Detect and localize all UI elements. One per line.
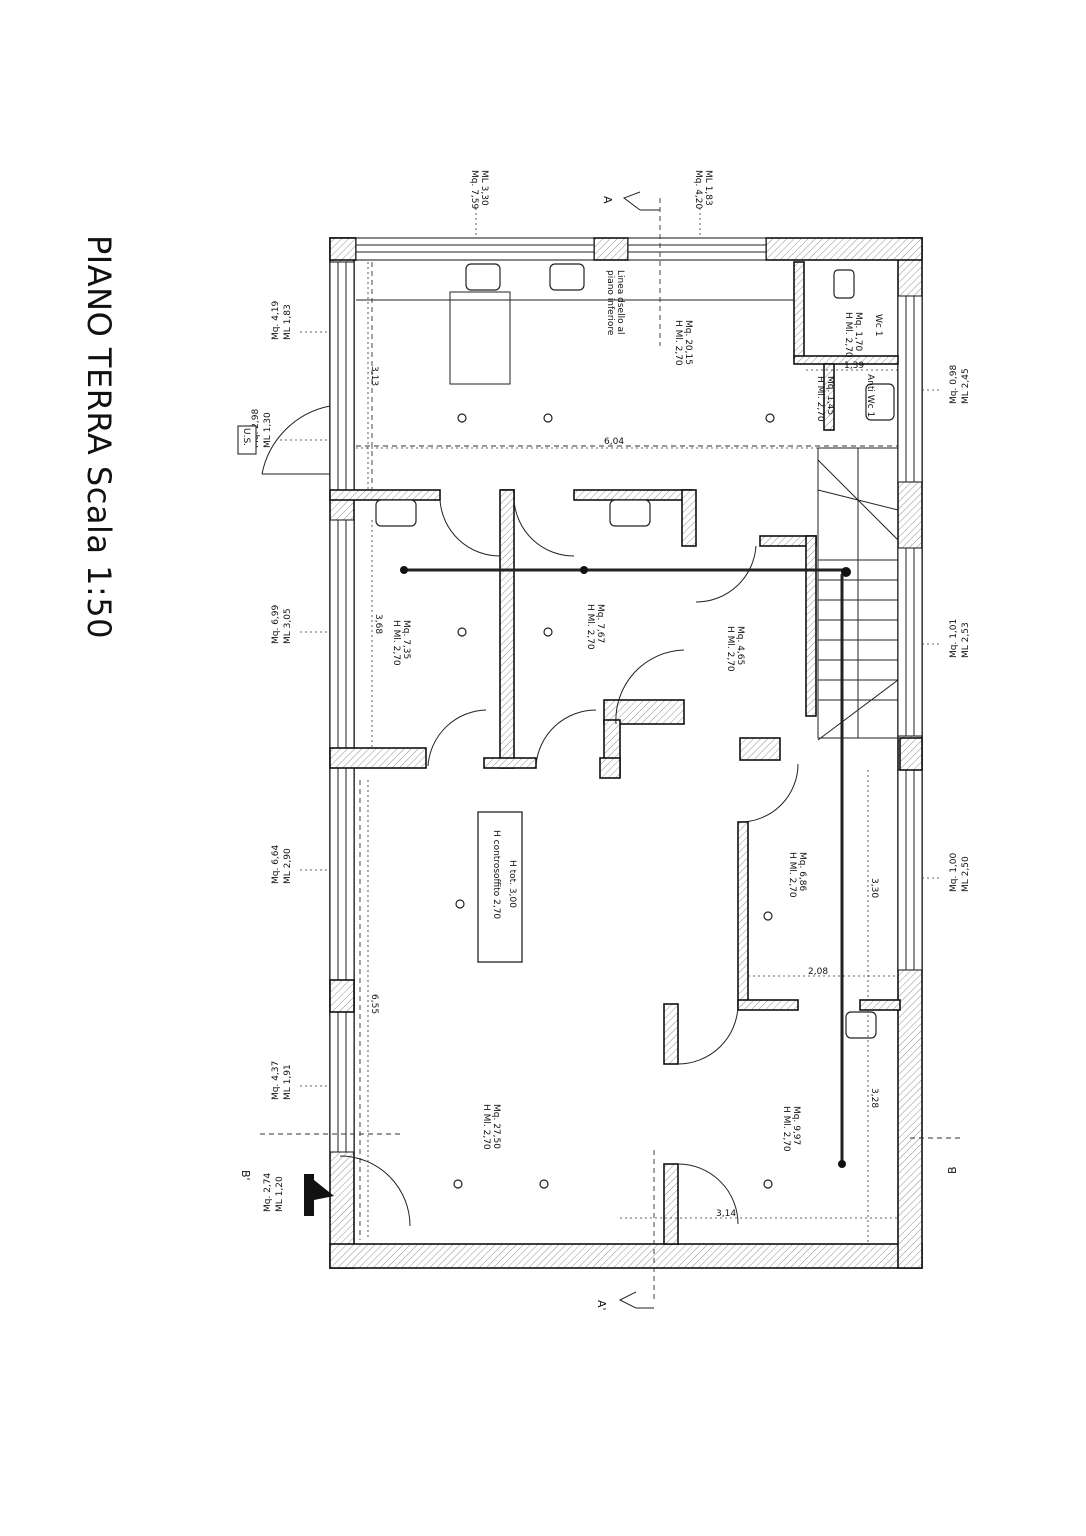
sink-icon (549, 263, 585, 291)
dim-368: 3,68 (373, 614, 383, 634)
room-a-height: H Ml. 2,70 (391, 620, 401, 666)
light-fixture-icon (539, 1179, 549, 1189)
window-right2-ml: ML 2,53 (961, 622, 971, 658)
pipes (400, 566, 851, 1168)
light-fixture-icon (765, 413, 775, 423)
room-d-area: Mq. 6,86 (797, 852, 807, 892)
main-room-area: Mq. 27,50 (491, 1104, 501, 1149)
window-right3-ml: ML 2,50 (961, 856, 971, 892)
antiwc1-area: Mq. 1,45 (825, 376, 835, 415)
room-e-area: Mq. 9,97 (791, 1106, 801, 1145)
window-top1-mq: Mq. 7,59 (469, 170, 479, 210)
sink-icon (865, 383, 895, 421)
note-line2: H controsoffito 2,70 (491, 830, 501, 919)
window-openings (329, 237, 923, 1153)
room-c-height: H Ml. 2,70 (725, 626, 735, 672)
section-b-prime: B' (239, 1170, 252, 1181)
dim-313: 3,13 (369, 366, 379, 386)
window-left5-ml: ML 1,91 (283, 1064, 293, 1100)
window-left1-ml: ML 1,83 (283, 304, 293, 340)
fixtures (375, 263, 895, 1189)
light-fixture-icon (763, 911, 773, 921)
window-top2-mq: Mq. 4,20 (693, 170, 703, 210)
window-left6-mq: Mq. 2,74 (263, 1172, 273, 1212)
dimension-lines (280, 208, 940, 1244)
dim-208: 2,08 (808, 967, 828, 977)
room-d-height: H Ml. 2,70 (787, 852, 797, 898)
interior-walls (329, 261, 923, 1245)
window-left6-ml: ML 1,20 (275, 1176, 285, 1212)
section-b: B (946, 1166, 959, 1174)
window-right2-mq: Mq. 1,01 (949, 619, 959, 658)
mezzanine-note-line1: Linea dsello al (615, 270, 625, 334)
window-left3-ml: ML 3,05 (283, 608, 293, 644)
wc1-height: H Ml. 2,70 (843, 312, 853, 358)
window-right1-mq: Mq. 0,98 (949, 364, 959, 404)
window-right1-ml: ML 2,45 (961, 368, 971, 404)
light-fixture-icon (543, 413, 553, 423)
light-fixture-icon (455, 899, 465, 909)
section-letters: A A' B B' (239, 196, 959, 1311)
sink-icon (845, 1011, 877, 1039)
wc1-name: Wc 1 (873, 314, 883, 336)
us-label: U.S. (241, 428, 251, 446)
window-left1-mq: Mq. 4,19 (271, 300, 281, 340)
light-fixture-icon (457, 627, 467, 637)
section-a-prime: A' (595, 1300, 608, 1311)
light-fixture-icon (543, 627, 553, 637)
dim-314: 3,14 (716, 1209, 736, 1219)
light-fixture-icon (763, 1179, 773, 1189)
antiwc1-height: H Ml. 2,70 (815, 376, 825, 422)
room-labels: Mq. 20,15 H Ml. 2,70 Wc 1 Mq. 1,70 H Ml.… (391, 312, 883, 1152)
mezzanine-note-line2: piano inferiore (605, 270, 615, 336)
room-b-area: Mq. 7,67 (595, 604, 605, 643)
sink-icon (465, 263, 501, 291)
room-e-height: H Ml. 2,70 (781, 1106, 791, 1152)
dim-330: 3,30 (869, 878, 879, 898)
dimension-labels: 3,13 6,04 1,39 3,68 3,30 2,08 6,55 3,28 … (369, 361, 879, 1219)
window-left5-mq: Mq. 4,37 (271, 1061, 281, 1100)
window-top1-ml: ML 3,30 (479, 170, 489, 206)
dim-655: 6,55 (369, 994, 379, 1014)
window-top2-ml: ML 1,83 (703, 170, 713, 206)
top-hall-height: H Ml. 2,70 (673, 320, 683, 366)
window-left3-mq: Mq. 6,99 (271, 604, 281, 644)
dim-604: 6,04 (604, 437, 624, 447)
window-left4-ml: ML 2,90 (283, 848, 293, 884)
height-note-box (477, 811, 523, 963)
light-fixture-icon (453, 1179, 463, 1189)
section-a: A (601, 196, 614, 204)
hall-structures (356, 198, 898, 1300)
room-a-area: Mq. 7,35 (401, 620, 411, 659)
door-swings (261, 405, 799, 1227)
note-line1: H tot. 3,00 (507, 860, 517, 908)
window-labels: ML 3,30 Mq. 7,59 ML 1,83 Mq. 4,20 ML 1,8… (251, 170, 971, 1212)
us-label-box (237, 425, 257, 455)
toilet-icon (833, 269, 855, 299)
dim-328: 3,28 (869, 1088, 879, 1108)
drawing-title: PIANO TERRA Scala 1:50 (80, 235, 118, 639)
section-markers (260, 191, 960, 1309)
main-room-height: H Ml. 2,70 (481, 1104, 491, 1150)
window-left4-mq: Mq. 6,64 (271, 844, 281, 884)
window-right3-mq: Mq. 1,00 (949, 852, 959, 892)
dim-139: 1,39 (844, 361, 864, 371)
staircase (817, 447, 899, 741)
room-b-height: H Ml. 2,70 (585, 604, 595, 650)
wc1-area: Mq. 1,70 (853, 312, 863, 352)
antiwc1-name: Anti Wc 1 (865, 374, 875, 417)
window-left2-ml: ML 1,30 (263, 412, 273, 448)
top-hall-area: Mq. 20,15 (683, 320, 693, 365)
sink-icon (609, 499, 651, 527)
light-fixture-icon (457, 413, 467, 423)
sink-icon (375, 499, 417, 527)
room-c-area: Mq. 4,65 (735, 626, 745, 665)
